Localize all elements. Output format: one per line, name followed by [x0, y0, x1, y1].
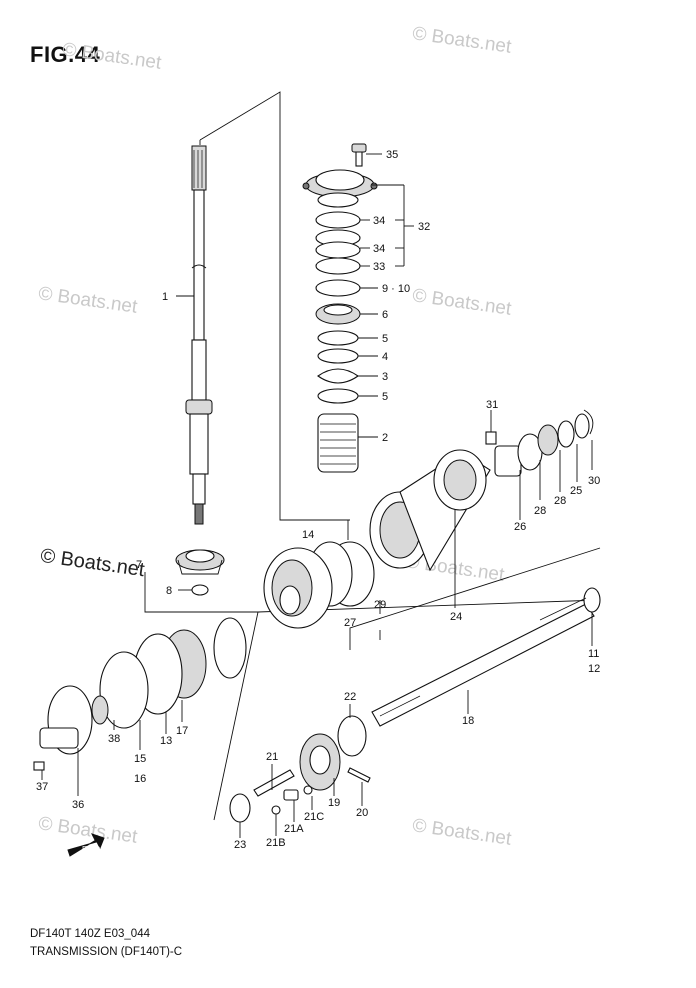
callout-27: 27	[344, 617, 356, 629]
callout-21a: 21A	[284, 823, 304, 835]
callout-20: 20	[356, 807, 368, 819]
callout-29: 29	[374, 599, 386, 611]
bearing-housing[interactable]	[307, 409, 594, 607]
callout-19: 19	[328, 797, 340, 809]
callout-36: 36	[72, 799, 84, 811]
callout-35: 35	[386, 149, 398, 161]
callout-7: 7	[136, 559, 142, 571]
callout-14: 14	[302, 529, 314, 541]
callout-25: 25	[570, 485, 582, 497]
callout-34b: 34	[373, 243, 385, 255]
callout-21c: 21C	[304, 811, 324, 823]
callout-34a: 34	[373, 215, 385, 227]
callout-2: 2	[382, 432, 388, 444]
callout-21: 21	[266, 751, 278, 763]
callout-16: 16	[134, 773, 146, 785]
callout-38: 38	[108, 733, 120, 745]
callout-26: 26	[514, 521, 526, 533]
callout-11: 11	[588, 648, 599, 660]
callout-28a: 28	[534, 505, 546, 517]
callout-22: 22	[344, 691, 356, 703]
callout-15: 15	[134, 753, 146, 765]
callout-32: 32	[418, 221, 430, 233]
callout-30: 30	[588, 475, 600, 487]
callout-6: 6	[382, 309, 388, 321]
callout-5a: 5	[382, 333, 388, 345]
figure-title: FIG.44	[30, 42, 101, 67]
callout-37: 37	[36, 781, 48, 793]
drive-shaft[interactable]	[185, 145, 213, 525]
callout-33: 33	[373, 261, 385, 273]
group-bracket-line	[199, 91, 350, 521]
front-bearing-group[interactable]	[33, 617, 247, 771]
forward-gear[interactable]	[263, 547, 333, 629]
upper-stack[interactable]	[302, 143, 378, 473]
callout-13: 13	[160, 735, 172, 747]
fwd-label: FWD	[82, 845, 100, 854]
callout-23: 23	[234, 839, 246, 851]
callout-18: 18	[462, 715, 474, 727]
upper-leaders	[176, 153, 414, 438]
pinion-gear[interactable]	[175, 549, 225, 596]
callout-28b: 28	[554, 495, 566, 507]
callout-3: 3	[382, 371, 388, 383]
callout-9-10: 9 · 10	[382, 283, 410, 295]
callout-5b: 5	[382, 391, 388, 403]
shaft-leaders	[467, 612, 593, 714]
model-code: DF140T 140Z E03_044	[30, 928, 150, 940]
callout-8: 8	[166, 585, 172, 597]
section-name: TRANSMISSION (DF140T)-C	[30, 946, 183, 958]
clutch-leaders	[239, 704, 363, 838]
callout-24: 24	[450, 611, 462, 623]
callout-31: 31	[486, 399, 498, 411]
callout-labels: 1 2 3 4 5 5 6 9 · 10 33 34 34 32 35 31 2…	[36, 149, 600, 851]
callout-4: 4	[382, 351, 388, 363]
callout-12: 12	[588, 663, 600, 675]
callout-21b: 21B	[266, 837, 286, 849]
lower-left-leaders	[41, 611, 259, 821]
propeller-shaft[interactable]	[371, 587, 601, 727]
clutch-group[interactable]	[229, 715, 371, 823]
callout-1: 1	[162, 291, 168, 303]
callout-17: 17	[176, 725, 188, 737]
fwd-arrow-icon: FWD	[67, 833, 105, 857]
